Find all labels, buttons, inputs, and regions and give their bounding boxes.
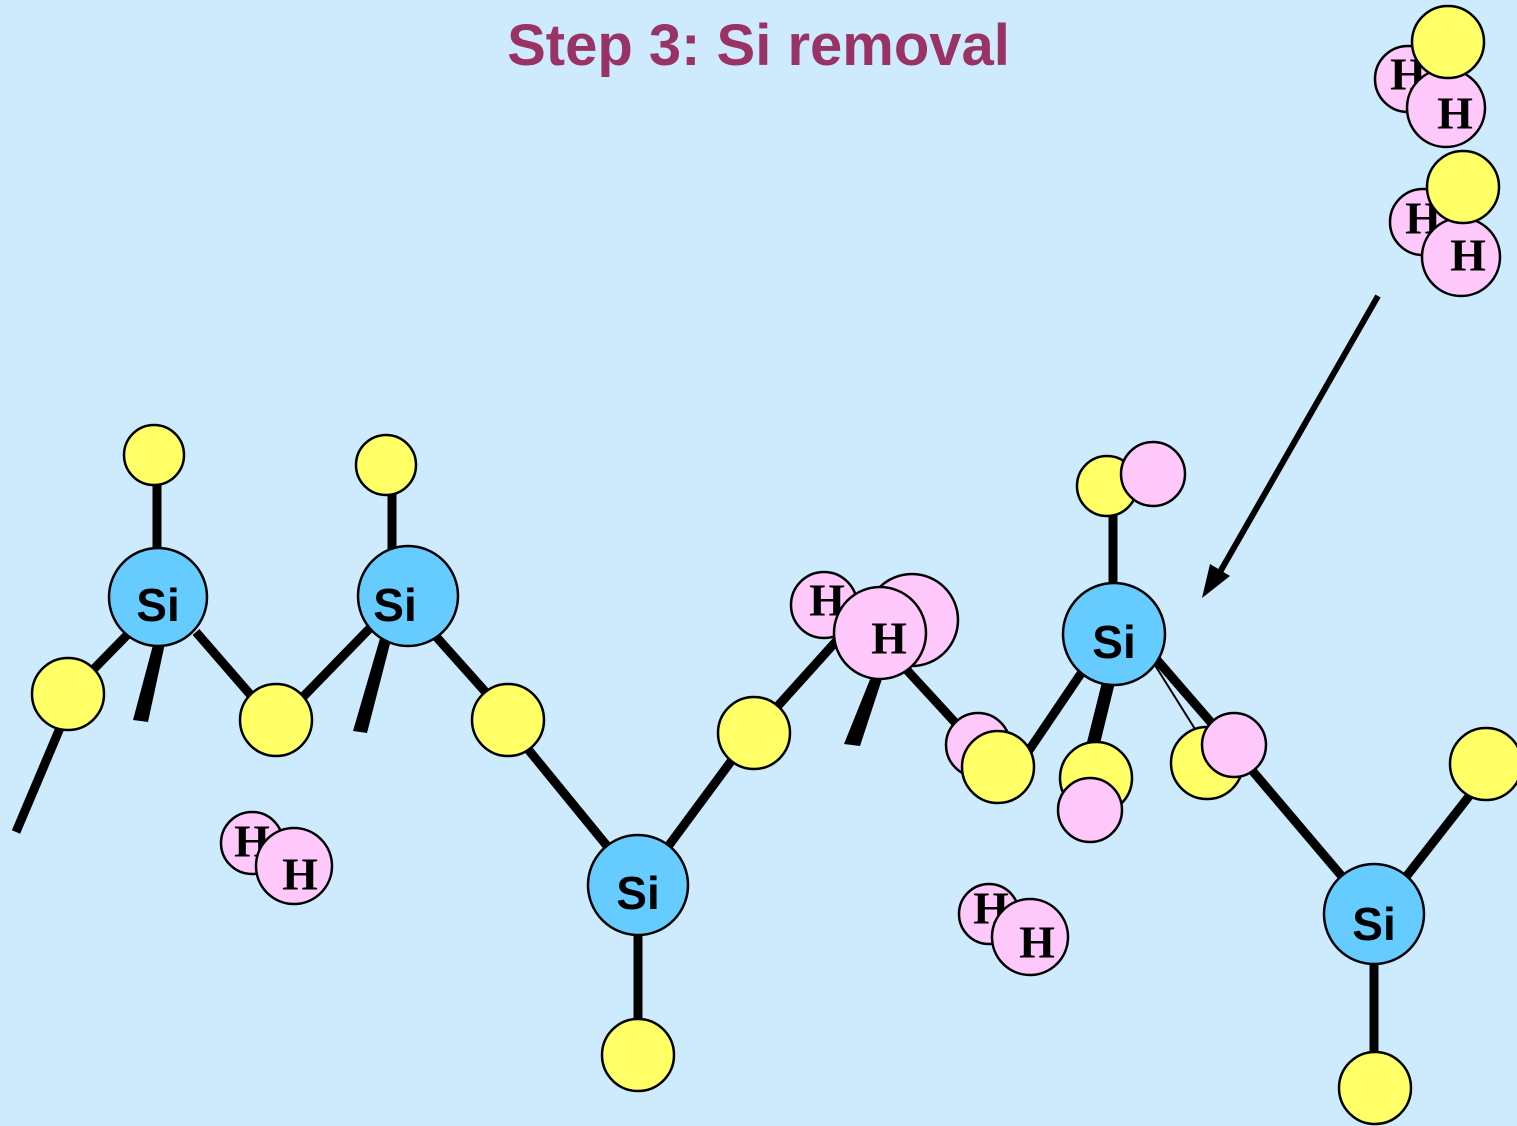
h2-molecule: H H: [957, 883, 1070, 977]
silicon-label: Si: [1092, 616, 1135, 668]
bonds: [11, 480, 1474, 1057]
silicon-label: Si: [616, 867, 659, 919]
silicon-atom: Si: [586, 833, 690, 937]
bond: [523, 745, 616, 855]
oxygen-atom: [354, 433, 418, 497]
hydrogen-atom: [1200, 711, 1268, 779]
silicon-atoms: Si Si Si Si Si: [107, 544, 1426, 966]
silicon-label: Si: [136, 579, 179, 631]
oxygen-atoms: [30, 423, 1517, 1126]
hydrogen-atom: [1056, 776, 1124, 844]
h2-molecule: H H: [219, 810, 334, 906]
oxygen-atom: [30, 656, 106, 732]
bond: [428, 629, 494, 700]
oxygen-atom: [122, 423, 186, 487]
bond: [11, 726, 65, 834]
oxygen-atom: [1448, 726, 1517, 802]
wedge-bond: [353, 628, 393, 733]
attack-arrow: [1202, 294, 1381, 598]
silicon-atom: Si: [1322, 862, 1426, 966]
silicon-atom: Si: [356, 544, 460, 648]
hydrogen-label: H: [1450, 230, 1486, 281]
bond: [296, 622, 376, 704]
bond: [192, 629, 259, 703]
oxygen-atom: [470, 682, 546, 758]
silicon-label: Si: [1352, 898, 1395, 950]
silicon-atom: Si: [107, 546, 209, 648]
hydrogen-label: H: [282, 849, 318, 900]
oxygen-atom: [238, 682, 314, 758]
oxygen-atom: [716, 695, 792, 771]
wedge-bond: [133, 630, 167, 722]
hydrogen-atom: [1119, 440, 1187, 508]
bond: [1246, 765, 1349, 883]
diagram-title: Step 3: Si removal: [507, 13, 1010, 78]
hydrogen-label: H: [1437, 88, 1473, 139]
oxygen-atom: [1337, 1050, 1413, 1126]
hydrogen-label: H: [871, 613, 907, 664]
oxygen-atom: [1410, 4, 1486, 80]
oxygen-atom: [1425, 149, 1501, 225]
bond: [1398, 792, 1474, 885]
bond: [660, 757, 736, 855]
oxygen-atom: [960, 729, 1036, 805]
h2o-molecule-top: H H: [1373, 4, 1487, 149]
bond: [901, 664, 966, 734]
silicon-label: Si: [373, 579, 416, 631]
bond: [772, 633, 844, 712]
h2-molecule: H H: [789, 570, 928, 681]
oxygen-atom: [600, 1017, 676, 1093]
wedge-bond: [844, 672, 883, 746]
bond: [1153, 657, 1219, 730]
hydrogen-label: H: [1019, 917, 1055, 968]
h2o-molecule-bottom: H H: [1388, 149, 1502, 298]
silicon-atom: Si: [1061, 581, 1167, 687]
